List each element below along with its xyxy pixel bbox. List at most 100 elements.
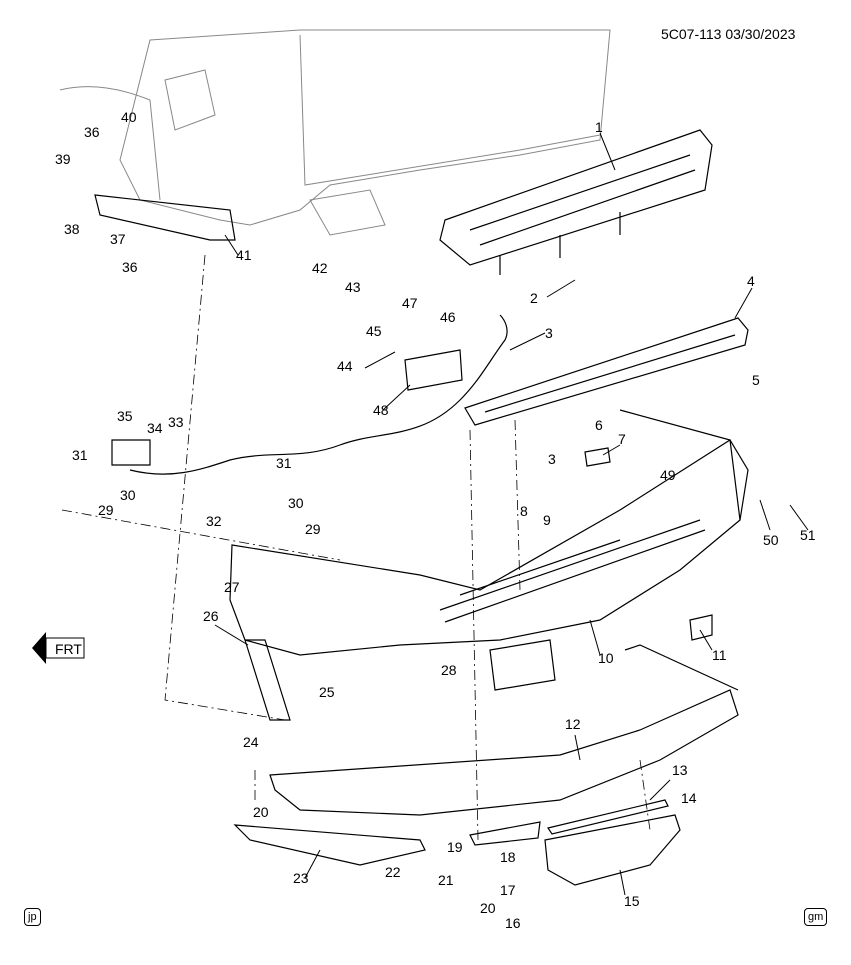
callout-18-nut: 18 [500, 849, 516, 865]
callout-2-bolt: 2 [530, 290, 538, 306]
alignment-line-1 [164, 254, 286, 721]
callout-31-clip: 31 [276, 455, 292, 471]
impact-bar-ribs [469, 154, 696, 275]
callout-24-screw: 24 [243, 734, 259, 750]
leader-51 [789, 504, 809, 531]
callout-10-rear-bumper-fascia: 10 [598, 650, 614, 666]
leader-15 [619, 869, 626, 896]
reference-code: 5C07-113 03/30/2023 [661, 26, 795, 42]
callout-40-nut: 40 [121, 109, 137, 125]
callout-5-clip: 5 [752, 372, 760, 388]
fascia-side-panel [619, 409, 741, 521]
bracket-48-shape [404, 349, 463, 391]
leader-50 [759, 499, 771, 531]
callout-36-nut: 36 [122, 259, 138, 275]
alignment-line-3 [469, 429, 479, 841]
molding-23-shape [233, 824, 426, 866]
callout-32-clip: 32 [206, 513, 222, 529]
jp-badge: jp [24, 908, 41, 926]
callout-50-washer: 50 [763, 532, 779, 548]
reference-date: 03/30/2023 [725, 26, 796, 42]
alignment-line-2 [61, 509, 341, 561]
skid-plate-15-shape [544, 814, 681, 886]
callout-47-nut: 47 [402, 295, 418, 311]
callout-36-nut: 36 [84, 124, 100, 140]
callout-22-nut: 22 [385, 864, 401, 880]
step-pad-ribs [484, 334, 736, 413]
vehicle-body-outline [119, 29, 611, 226]
callout-28-bracket: 28 [441, 662, 457, 678]
callout-1-rear-bumper-impact-bar: 1 [595, 119, 603, 135]
callout-27-clip: 27 [224, 579, 240, 595]
leader-7 [602, 444, 621, 456]
cover-11-shape [689, 614, 713, 641]
callout-42-bolt: 42 [312, 260, 328, 276]
alignment-line-4 [514, 419, 521, 591]
callout-4-step-pad: 4 [747, 273, 755, 289]
callout-46-fastener: 46 [440, 309, 456, 325]
lower-fascia-shape [269, 689, 739, 816]
callout-33-fastener: 33 [168, 414, 184, 430]
leader-2 [546, 279, 576, 298]
callout-35-module: 35 [117, 408, 133, 424]
module-35-shape [111, 439, 151, 466]
callout-7-module: 7 [618, 431, 626, 447]
callout-31-clip: 31 [72, 447, 88, 463]
leader-13 [649, 779, 671, 801]
bracket-26-shape [244, 639, 291, 721]
impact-bar-shape [439, 129, 713, 266]
wiring-harness-path [129, 314, 508, 475]
reference-code-id: 5C07-113 [661, 26, 722, 42]
callout-21-screw: 21 [438, 872, 454, 888]
gm-badge: gm [804, 908, 828, 926]
callout-51-bolt: 51 [800, 527, 816, 543]
callout-23-molding: 23 [293, 870, 309, 886]
tow-hitch-outline [309, 189, 386, 236]
leader-11 [699, 629, 713, 651]
callout-3-wiring-harness: 3 [548, 451, 556, 467]
alignment-line-5 [639, 759, 651, 831]
fuel-door-outline [164, 69, 216, 131]
leader-10 [589, 619, 601, 656]
callout-11-cover: 11 [712, 647, 727, 663]
callout-39-nut: 39 [55, 151, 71, 167]
lower-fascia-upper [624, 644, 739, 691]
fascia-step-area [439, 519, 706, 623]
leader-1 [599, 132, 616, 171]
callout-26-bracket: 26 [203, 608, 219, 624]
callout-29-grommet: 29 [98, 502, 114, 518]
leader-48 [382, 384, 411, 411]
callout-15-skid-plate: 15 [624, 893, 640, 909]
leader-41 [224, 234, 239, 256]
callout-30-sensor: 30 [288, 495, 304, 511]
quarter-panel-outline [59, 86, 161, 201]
leader-3a [509, 332, 546, 351]
callout-12-lower-fascia: 12 [565, 716, 581, 732]
leader-44 [364, 351, 396, 369]
callout-48-bracket: 48 [373, 402, 389, 418]
molding-19-shape [469, 821, 541, 846]
callout-13-molding: 13 [672, 762, 688, 778]
frt-label: FRT [55, 641, 82, 657]
leader-4 [734, 287, 753, 319]
callout-30-sensor: 30 [120, 487, 136, 503]
bracket-41-shape [94, 194, 236, 241]
callout-14-nut: 14 [681, 790, 697, 806]
callout-20-retainer: 20 [480, 900, 496, 916]
front-direction-marker: FRT [32, 632, 85, 664]
rear-fascia-shape [229, 439, 749, 656]
callout-43-bolt: 43 [345, 279, 361, 295]
callout-9-bracket: 9 [543, 512, 551, 528]
leader-23 [304, 849, 321, 879]
callout-16-screw: 16 [505, 915, 521, 931]
leader-12 [574, 734, 581, 761]
callout-6-fastener: 6 [595, 417, 603, 433]
molding-13-shape [547, 799, 669, 835]
callout-44-bracket: 44 [337, 358, 353, 374]
leader-26 [214, 624, 249, 646]
callout-20-retainer: 20 [253, 804, 269, 820]
liftgate-outline [299, 34, 601, 186]
callout-34-fastener: 34 [147, 420, 163, 436]
